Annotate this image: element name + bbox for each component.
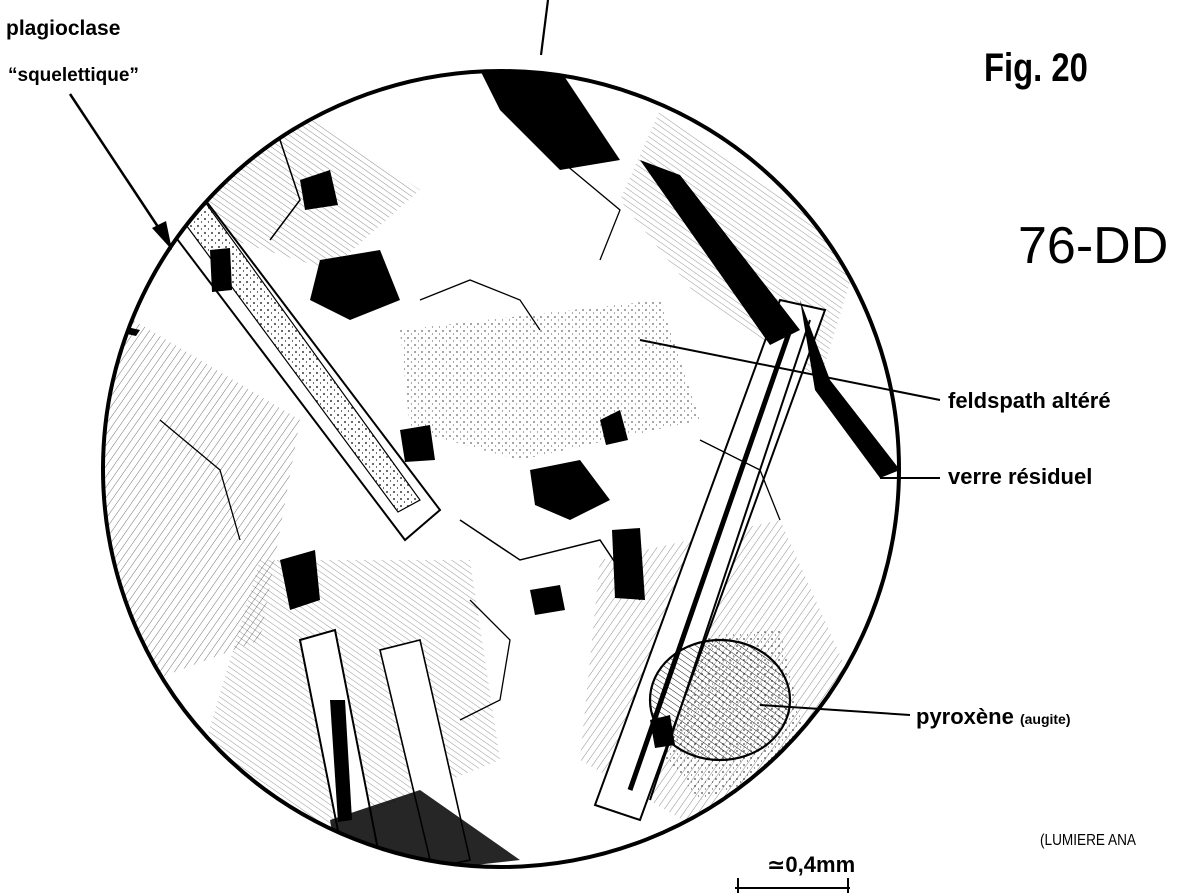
scale-bar xyxy=(735,878,850,893)
label-plagioclase: plagioclase xyxy=(6,18,120,39)
figure-number: Fig. 20 xyxy=(984,46,1088,91)
sample-code: 76-DD xyxy=(1018,216,1168,276)
label-pyroxene-name: pyroxène xyxy=(916,704,1014,729)
label-pyroxene: pyroxène (augite) xyxy=(916,706,1071,728)
label-verre: verre résiduel xyxy=(948,466,1092,488)
label-feldspath: feldspath altéré xyxy=(948,390,1111,412)
leader-plagioclase xyxy=(70,94,170,245)
label-pyroxene-detail: (augite) xyxy=(1020,711,1071,727)
leader-plagioclase-arrowhead xyxy=(152,221,172,250)
label-squelettique: “squelettique” xyxy=(8,66,139,85)
leader-top xyxy=(541,0,548,55)
lighting-note: (LUMIERE ANA xyxy=(1040,832,1136,850)
scale-label: ≃0,4mm xyxy=(767,852,855,878)
